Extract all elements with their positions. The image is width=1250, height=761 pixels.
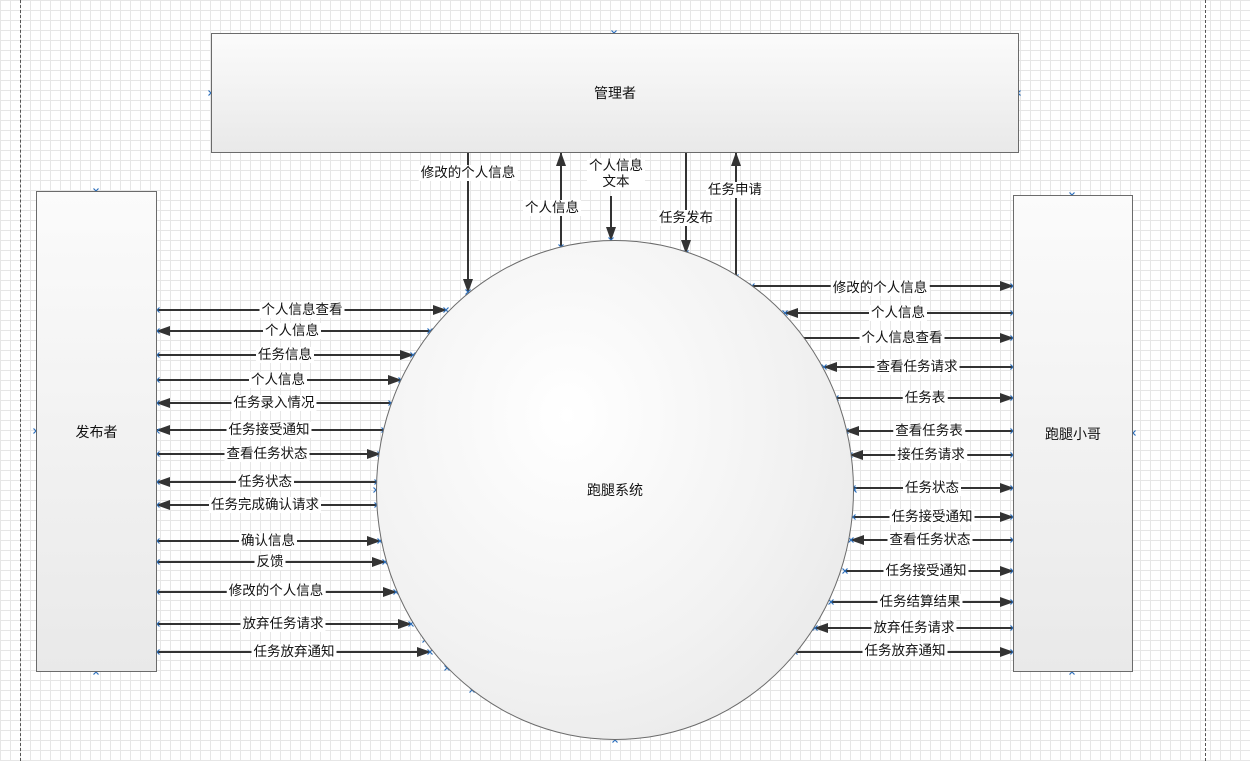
flow-label-top-personal-info-text-line2: 文本 <box>602 174 630 190</box>
flow-label-right-abandon-request: 放弃任务请求 <box>871 620 957 636</box>
flow-label-left-personal-info-in: 个人信息 <box>249 372 307 388</box>
flow-label-left-personal-info-out: 个人信息 <box>263 323 321 339</box>
publisher-entity[interactable]: 发布者 <box>36 191 157 672</box>
flow-label-top-personal-info: 个人信息 <box>523 200 581 216</box>
flow-label-right-task-accept-notice-2: 任务接受通知 <box>883 563 969 579</box>
page-boundary-left <box>20 0 21 761</box>
flow-label-left-abandon-notice: 任务放弃通知 <box>251 644 337 660</box>
flow-label-left-abandon-request: 放弃任务请求 <box>240 616 326 632</box>
flow-label-right-view-personal-info: 个人信息查看 <box>859 330 945 346</box>
flow-label-left-view-personal-info: 个人信息查看 <box>259 302 345 318</box>
flow-label-top-task-apply: 任务申请 <box>706 182 764 198</box>
connection-point-marker <box>842 568 848 574</box>
flow-label-right-view-task-table: 查看任务表 <box>893 423 965 439</box>
flow-label-top-personal-info-text: 个人信息 文本 <box>587 158 645 190</box>
flow-label-right-personal-info: 个人信息 <box>869 305 927 321</box>
flow-label-right-view-task-status: 查看任务状态 <box>887 532 973 548</box>
page-boundary-right <box>1205 0 1206 761</box>
flow-label-right-task-table: 任务表 <box>902 390 948 406</box>
flow-label-left-task-entry-status: 任务录入情况 <box>231 395 317 411</box>
publisher-label: 发布者 <box>75 424 118 441</box>
flow-label-right-task-status: 任务状态 <box>903 480 961 496</box>
flow-label-left-task-info: 任务信息 <box>256 347 314 363</box>
flow-label-left-modified-info: 修改的个人信息 <box>226 583 326 599</box>
system-process[interactable]: 跑腿系统 <box>376 240 854 740</box>
flow-label-top-personal-info-text-line1: 个人信息 <box>589 158 643 174</box>
admin-label: 管理者 <box>594 86 636 102</box>
runner-label: 跑腿小哥 <box>1045 426 1101 443</box>
flow-label-left-completion-confirm-request: 任务完成确认请求 <box>209 497 321 513</box>
runner-entity[interactable]: 跑腿小哥 <box>1013 195 1133 672</box>
flow-label-right-modified-info: 修改的个人信息 <box>830 280 930 296</box>
flow-label-right-view-task-request: 查看任务请求 <box>874 359 960 375</box>
flow-label-left-view-task-status: 查看任务状态 <box>224 446 310 462</box>
flow-label-right-settlement-result: 任务结算结果 <box>877 594 963 610</box>
flow-label-left-task-status: 任务状态 <box>236 474 294 490</box>
flow-label-right-accept-task-request: 接任务请求 <box>895 447 967 463</box>
flow-label-left-confirm-info: 确认信息 <box>239 533 297 549</box>
flow-label-left-feedback: 反馈 <box>254 554 286 570</box>
flow-label-right-abandon-notice: 任务放弃通知 <box>862 643 948 659</box>
flow-label-left-task-accept-notice: 任务接受通知 <box>226 422 312 438</box>
admin-entity[interactable]: 管理者 <box>211 33 1019 153</box>
process-label: 跑腿系统 <box>587 483 643 499</box>
flow-label-top-task-publish: 任务发布 <box>657 210 715 226</box>
flow-label-right-task-accept-notice: 任务接受通知 <box>889 509 975 525</box>
flow-label-top-modified-info: 修改的个人信息 <box>418 165 518 181</box>
